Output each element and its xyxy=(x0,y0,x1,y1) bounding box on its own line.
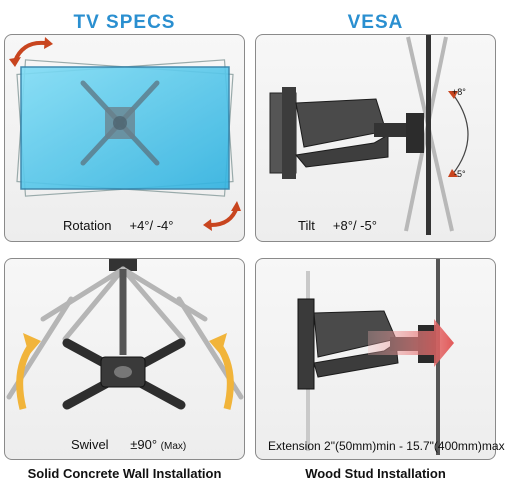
tilt-up-angle: +8° xyxy=(452,87,466,97)
tv-panel-side xyxy=(426,35,431,235)
lower-arm xyxy=(295,134,389,168)
concrete-install-footer: Solid Concrete Wall Installation xyxy=(27,466,222,481)
upper-arm xyxy=(295,98,387,148)
tilt-panel: +8° -5° Tilt +8°/ -5° xyxy=(255,34,496,242)
rotation-caption: Rotation +4°/ -4° xyxy=(63,218,174,233)
tilt-illustration xyxy=(269,35,469,235)
swivel-arrow-right-icon xyxy=(214,340,234,410)
rotation-panel: Rotation +4°/ -4° xyxy=(4,34,245,242)
swivel-illustration xyxy=(6,259,244,410)
swivel-arrow-left-icon xyxy=(16,340,36,410)
tilt-down-angle: -5° xyxy=(454,169,466,179)
swivel-value: ±90° xyxy=(130,437,158,452)
swivel-panel: Swivel ±90° (Max) xyxy=(4,258,245,460)
tilt-value: +8°/ -5° xyxy=(332,218,377,233)
tilt-bracket xyxy=(406,113,424,153)
extension-caption: Extension 2"(50mm)min - 15.7"(400mm)max xyxy=(268,439,505,453)
extension-illustration xyxy=(297,259,454,455)
wall-mount-top xyxy=(109,259,137,271)
extension-panel: Extension 2"(50mm)min - 15.7"(400mm)max xyxy=(255,258,505,460)
tilt-up-arrow-icon xyxy=(448,91,458,99)
swivel-unit: (Max) xyxy=(160,441,187,452)
wood-install-footer: Wood Stud Installation xyxy=(305,466,446,481)
rotation-label: Rotation xyxy=(63,218,112,233)
extension-arm xyxy=(374,123,410,137)
extension-arrow-icon xyxy=(368,319,454,367)
swivel-label: Swivel xyxy=(71,437,109,452)
tilt-arc xyxy=(451,92,469,176)
tv-specs-heading: TV SPECS xyxy=(73,12,176,33)
tilt-label: Tilt xyxy=(298,218,315,233)
swivel-caption: Swivel ±90° (Max) xyxy=(71,437,186,452)
wall-plate xyxy=(297,298,315,390)
tilt-down-arrow-icon xyxy=(448,169,458,177)
tilt-caption: Tilt +8°/ -5° xyxy=(298,218,377,233)
rotation-value: +4°/ -4° xyxy=(129,218,174,233)
vesa-heading: VESA xyxy=(347,12,404,33)
rotation-illustration xyxy=(9,37,241,231)
